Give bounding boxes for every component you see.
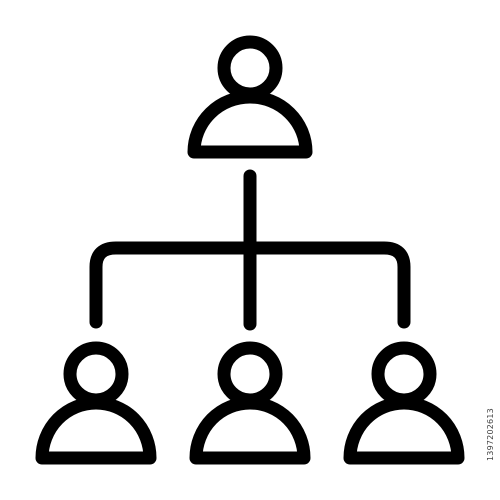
left-person-icon [35, 341, 157, 465]
top-person-icon [187, 35, 313, 159]
center-person-icon [189, 341, 311, 465]
hierarchy-connector-lines [89, 169, 411, 331]
right-person-icon [343, 341, 465, 465]
stock-image-id: 1397202613 [486, 408, 495, 462]
